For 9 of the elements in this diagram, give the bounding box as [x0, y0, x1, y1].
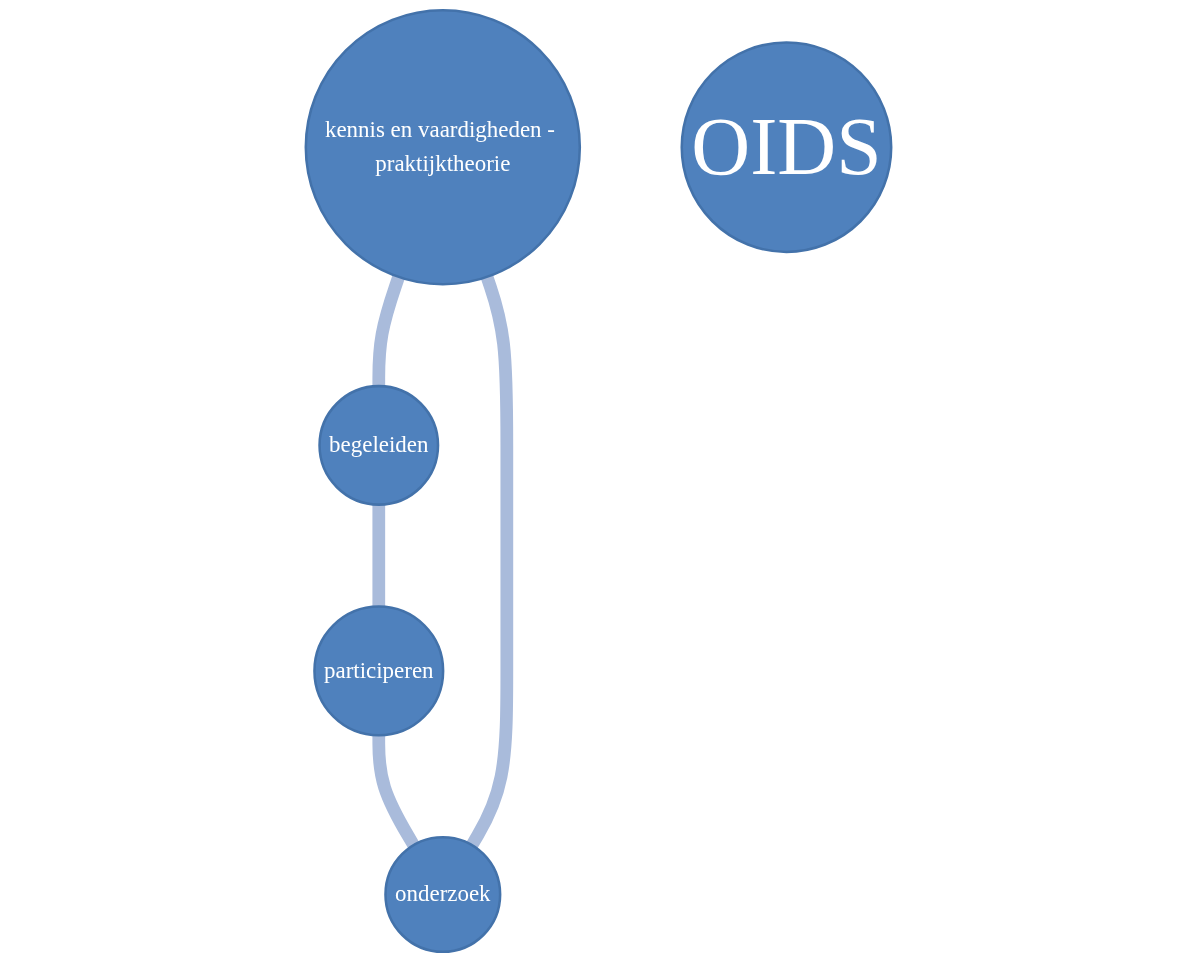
node-circle: participeren [313, 605, 445, 737]
connector [372, 735, 420, 849]
connector [372, 504, 386, 607]
node-circle: onderzoek [384, 835, 502, 954]
node-circle: kennis en vaardigheden - praktijktheorie [304, 8, 582, 286]
node-circle: begeleiden [318, 384, 440, 506]
connector [372, 274, 405, 387]
connector [466, 274, 514, 849]
node-circle: OIDS [680, 41, 893, 254]
